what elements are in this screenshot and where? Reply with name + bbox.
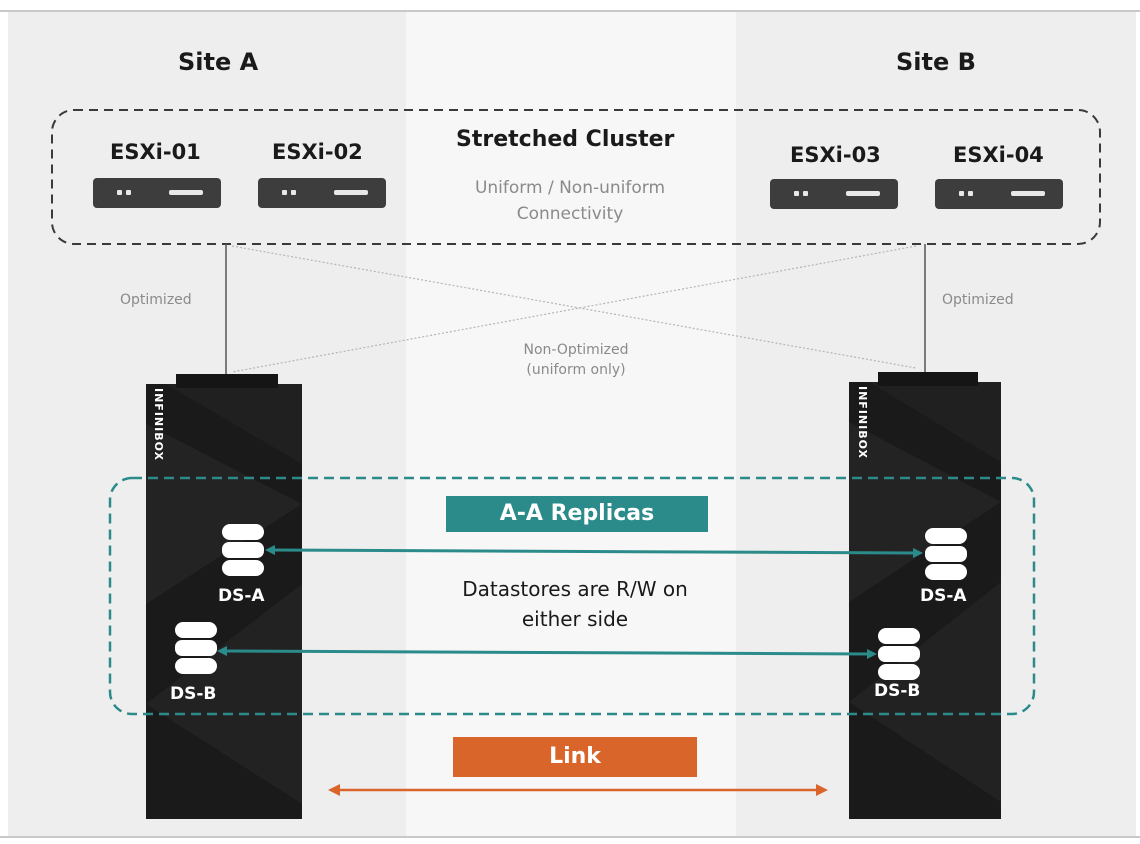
site-b-title: Site B <box>896 48 976 76</box>
server-icon-esxi-02 <box>258 178 386 208</box>
cluster-subtitle-line1: Uniform / Non-uniform <box>474 178 666 198</box>
replicas-description: Datastores are R/W on either side <box>420 574 730 634</box>
site-a-title: Site A <box>178 48 259 76</box>
cluster-connectivity-text: Uniform / Non-uniform Connectivity <box>440 175 700 227</box>
host-label-esxi-03: ESXi-03 <box>790 143 881 167</box>
link-banner: Link <box>453 737 697 777</box>
rack-top-a <box>176 374 278 388</box>
server-icon-esxi-04 <box>935 179 1063 209</box>
cluster-subtitle-line2: Connectivity <box>516 204 624 224</box>
optimized-label-site-a: Optimized <box>120 292 192 308</box>
server-icon-esxi-03 <box>770 179 898 209</box>
non-optimized-line1: Non-Optimized <box>523 342 629 358</box>
replicas-description-line1: Datastores are R/W on <box>462 577 688 601</box>
non-optimized-line2: (uniform only) <box>526 362 626 378</box>
server-icon-esxi-01 <box>93 178 221 208</box>
database-icon-ds-a-site-b <box>925 528 967 580</box>
top-border <box>0 10 1140 12</box>
optimized-label-site-b: Optimized <box>942 292 1014 308</box>
middle-background <box>406 12 736 836</box>
bottom-border <box>0 836 1140 838</box>
infinibox-brand-a: INFINIBOX <box>152 388 165 462</box>
stretched-cluster-box <box>51 109 1101 245</box>
replicas-description-line2: either side <box>521 607 629 631</box>
rack-pattern-a <box>146 384 302 804</box>
stretched-cluster-title: Stretched Cluster <box>456 127 675 152</box>
database-icon-ds-a-site-a <box>222 524 264 576</box>
aa-replicas-box <box>108 476 1036 716</box>
host-label-esxi-01: ESXi-01 <box>110 140 201 164</box>
ds-b-label-site-a: DS-B <box>170 684 217 704</box>
ds-b-label-site-b: DS-B <box>874 681 921 701</box>
host-label-esxi-02: ESXi-02 <box>272 140 363 164</box>
database-icon-ds-b-site-a <box>175 622 217 674</box>
ds-a-label-site-b: DS-A <box>920 586 967 606</box>
rack-top-b <box>878 372 978 386</box>
infinibox-rack-site-a <box>146 384 302 819</box>
ds-b-replication-arrow <box>217 646 877 659</box>
infinibox-brand-b: INFINIBOX <box>856 386 869 460</box>
ds-a-label-site-a: DS-A <box>218 586 265 606</box>
database-icon-ds-b-site-b <box>878 628 920 680</box>
aa-replicas-banner: A-A Replicas <box>446 496 708 532</box>
ds-a-replication-arrow <box>265 545 923 558</box>
host-label-esxi-04: ESXi-04 <box>953 143 1044 167</box>
non-optimized-label: Non-Optimized (uniform only) <box>508 340 644 380</box>
